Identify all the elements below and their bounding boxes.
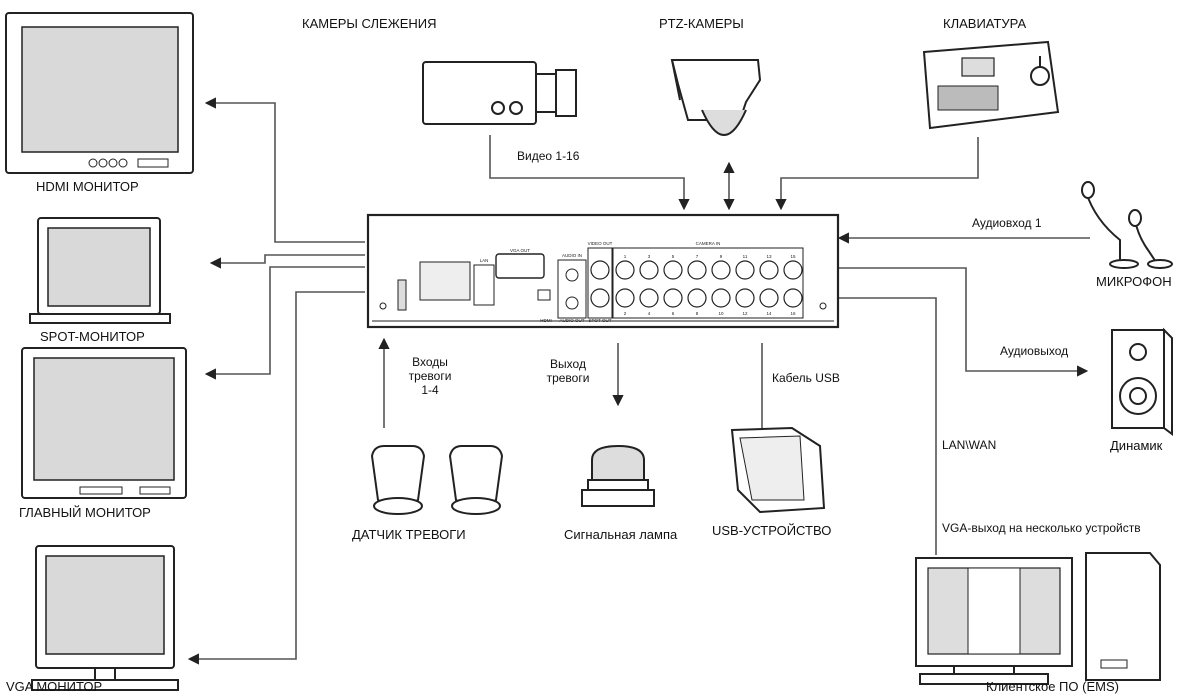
port-number-12: 12 (742, 311, 748, 316)
vga-out-label: VGA OUT (510, 248, 530, 253)
label-video: Видео 1-16 (517, 149, 580, 163)
label-keyboard: КЛАВИАТУРА (943, 16, 1027, 31)
label-ptz: PTZ-КАМЕРЫ (659, 16, 744, 31)
camera-port-9 (711, 260, 731, 280)
camera-icon (422, 61, 577, 125)
label-main-monitor: ГЛАВНЫЙ МОНИТОР (19, 505, 151, 520)
label-alarm-sensor: ДАТЧИК ТРЕВОГИ (352, 527, 466, 542)
label-alarm-in-line3: 1-4 (421, 382, 439, 397)
port-number-15: 15 (790, 254, 796, 259)
hdmi-label: HDMI (540, 318, 552, 323)
camera-in-label: CAMERA IN (696, 241, 721, 246)
keyboard-icon (922, 40, 1060, 130)
keyboard-line (775, 137, 979, 211)
port-number-14: 14 (766, 311, 772, 316)
client-pc-icon (915, 552, 1161, 685)
port-number-7: 7 (696, 254, 699, 259)
label-signal-lamp: Сигнальная лампа (564, 527, 678, 542)
camera-port-16 (783, 288, 803, 308)
ptz-camera-icon (670, 59, 762, 136)
spot-out-label: SPOT OUT (589, 318, 612, 323)
lan-label: LAN (480, 258, 489, 263)
audio-in-label: AUDIO IN (562, 253, 582, 258)
camera-port-6 (663, 288, 683, 308)
spot-line (209, 254, 365, 269)
label-audio-in: Аудиовход 1 (972, 216, 1042, 230)
hdmi-monitor-icon (5, 12, 194, 174)
port-number-10: 10 (718, 311, 724, 316)
hdmi-line (204, 97, 365, 243)
port-number-16: 16 (790, 311, 796, 316)
speaker-icon (1111, 327, 1173, 436)
label-alarm-in-line1: Входы (412, 355, 448, 369)
camera-port-8 (687, 288, 707, 308)
label-alarm-out-line1: Выход (550, 357, 586, 371)
alarm-sensor-icon (370, 445, 504, 515)
spot-monitor-icon (29, 217, 171, 324)
camera-port-4 (639, 288, 659, 308)
video-out-port (590, 260, 610, 280)
main-monitor-icon (21, 347, 187, 499)
connection-lines (187, 97, 1090, 665)
port-number-5: 5 (672, 254, 675, 259)
port-number-2: 2 (624, 311, 627, 316)
port-number-4: 4 (648, 311, 651, 316)
port-number-3: 3 (648, 254, 651, 259)
label-usb-cable: Кабель USB (772, 371, 840, 385)
label-client-sw: Клиентское ПО (EMS) (986, 679, 1119, 694)
lan-line (838, 297, 937, 555)
label-hdmi-monitor: HDMI МОНИТОР (36, 179, 139, 194)
camera-port-11 (735, 260, 755, 280)
port-number-9: 9 (720, 254, 723, 259)
label-cameras: КАМЕРЫ СЛЕЖЕНИЯ (302, 16, 437, 31)
port-number-13: 13 (766, 254, 772, 259)
usb-device-icon (730, 426, 826, 514)
label-vga-monitor: VGA МОНИТОР (6, 679, 103, 694)
camera-port-10 (711, 288, 731, 308)
camera-port-1 (615, 260, 635, 280)
camera-port-13 (759, 260, 779, 280)
port-number-8: 8 (696, 311, 699, 316)
camera-port-3 (639, 260, 659, 280)
camera-port-14 (759, 288, 779, 308)
label-alarm-out-line2: тревоги (546, 370, 590, 385)
camera-port-7 (687, 260, 707, 280)
port-number-6: 6 (672, 311, 675, 316)
spot-out-port (590, 288, 610, 308)
camera-port-12 (735, 288, 755, 308)
vga-monitor-icon (31, 545, 179, 691)
vga-line (187, 291, 365, 665)
label-speaker: Динамик (1110, 438, 1163, 453)
speaker-line (838, 267, 1089, 377)
microphone-icon (1081, 181, 1173, 269)
label-alarm-in-line2: тревоги (408, 368, 452, 383)
label-vga-multi: VGA-выход на несколько устройств (942, 521, 1141, 535)
video-line (489, 135, 690, 211)
label-spot-monitor: SPOT-МОНИТОР (40, 329, 145, 344)
label-alarm-in: Входы тревоги 1-4 (402, 355, 458, 397)
label-audio-out: Аудиовыход (1000, 344, 1069, 358)
port-number-11: 11 (743, 254, 748, 259)
label-lan-wan: LAN\WAN (942, 438, 997, 452)
signal-lamp-icon (581, 444, 655, 507)
audio-out-label: AUDIO OUT (559, 318, 584, 323)
label-microphone: МИКРОФОН (1096, 274, 1172, 289)
label-usb-device: USB-УСТРОЙСТВО (712, 523, 832, 538)
camera-port-15 (783, 260, 803, 280)
main-line (204, 266, 365, 380)
label-alarm-out: Выход тревоги (540, 357, 596, 386)
camera-port-5 (663, 260, 683, 280)
camera-port-2 (615, 288, 635, 308)
video-out-label: VIDEO OUT (588, 241, 613, 246)
port-number-1: 1 (624, 254, 627, 259)
